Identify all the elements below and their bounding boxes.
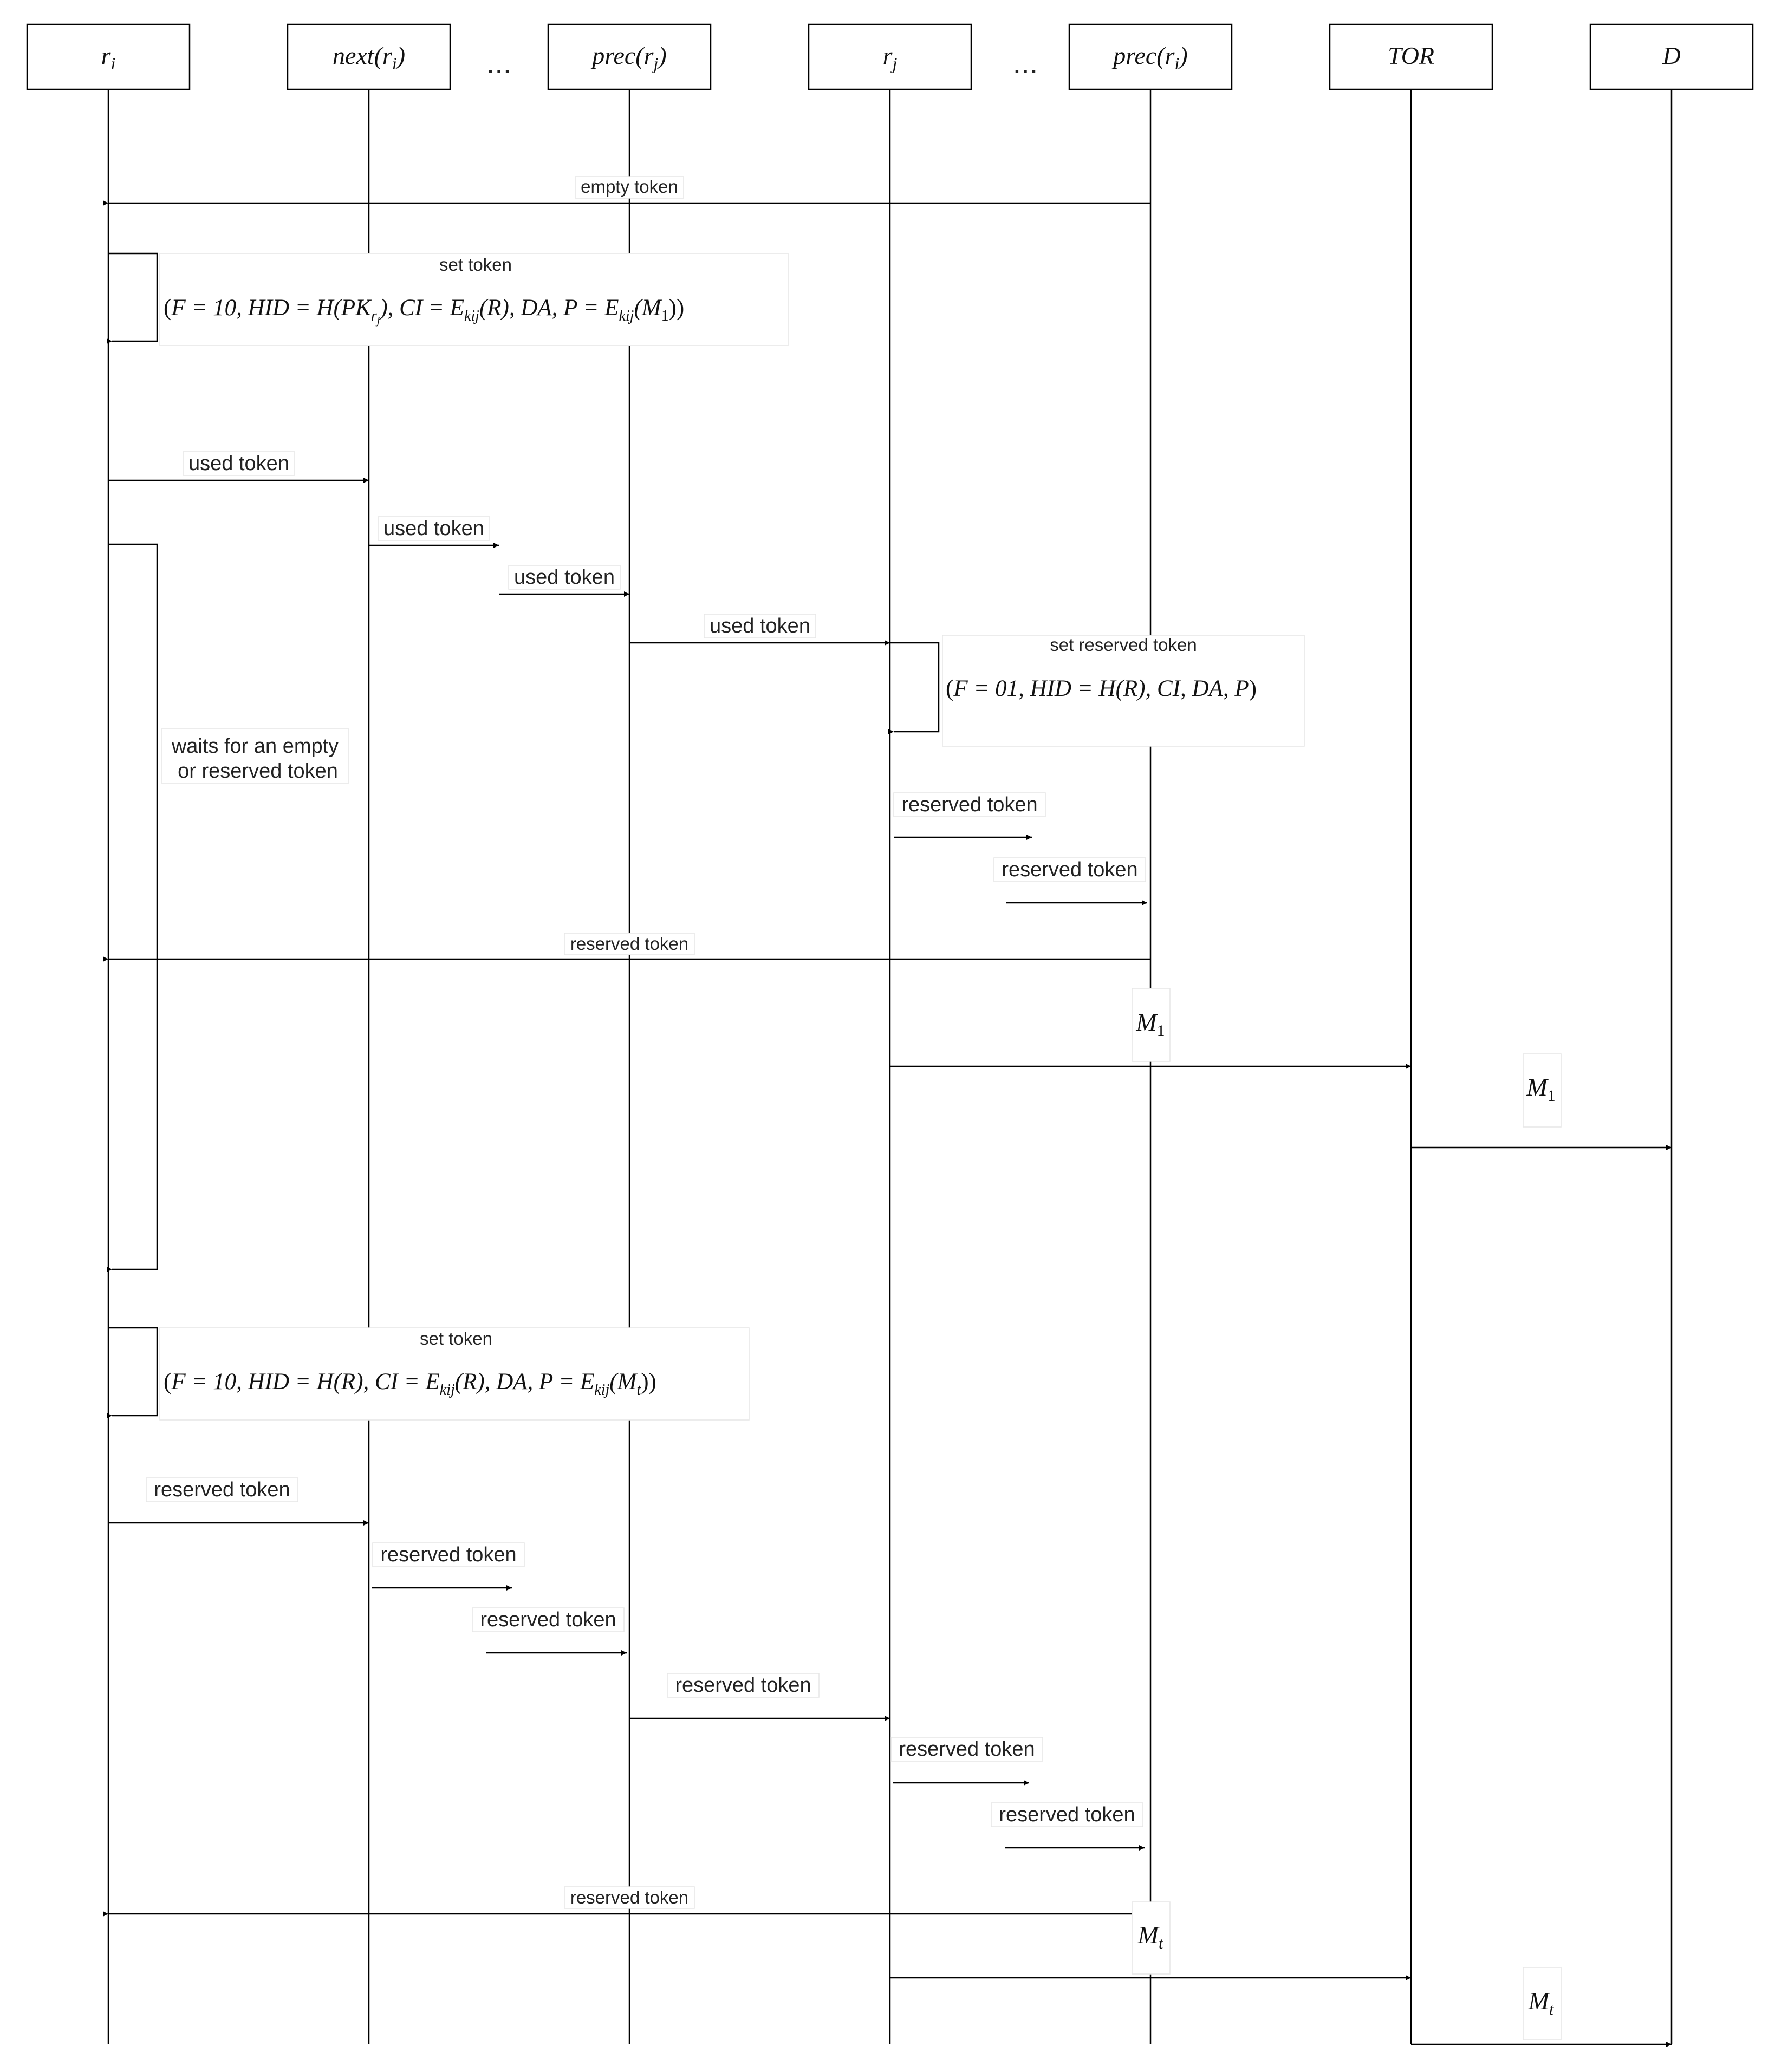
message-mt-to-tor: Mt — [890, 1901, 1411, 1980]
message-reserved-token-2: reserved token — [993, 857, 1147, 905]
svg-text:rj: rj — [883, 42, 898, 73]
participant-rj: rj — [808, 23, 972, 90]
message-empty-token: empty token — [103, 176, 1150, 206]
svg-text:reserved token: reserved token — [675, 1674, 811, 1697]
message-m1-to-d: M1 — [1411, 1053, 1672, 1150]
svg-text:prec(ri): prec(ri) — [1112, 42, 1187, 73]
svg-text:set token: set token — [420, 1328, 492, 1348]
message-reserved-token-4: reserved token — [108, 1477, 369, 1526]
participant-d: D — [1589, 23, 1754, 90]
message-reserved-token-5: reserved token — [372, 1542, 525, 1591]
message-used-token-4: used token — [629, 614, 890, 646]
participant-tor: TOR — [1329, 23, 1493, 90]
ellipsis-right: ... — [1013, 45, 1038, 80]
svg-text:reserved token: reserved token — [999, 1803, 1135, 1826]
svg-text:reserved token: reserved token — [899, 1738, 1035, 1761]
svg-text:reserved token: reserved token — [901, 793, 1037, 816]
svg-text:reserved token: reserved token — [570, 934, 688, 954]
self-message-wait: waits for an empty or reserved token — [107, 543, 349, 1272]
svg-text:reserved token: reserved token — [1002, 858, 1138, 881]
svg-text:reserved token: reserved token — [380, 1543, 516, 1566]
svg-text:prec(rj): prec(rj) — [590, 42, 666, 73]
svg-text:used token: used token — [384, 517, 484, 540]
message-reserved-token-10: reserved token — [103, 1886, 1150, 1917]
participant-ri: ri — [26, 23, 191, 90]
message-reserved-token-9: reserved token — [991, 1802, 1145, 1851]
svg-text:(F = 10, HID = H(R), CI = Ekij: (F = 10, HID = H(R), CI = Ekij(R), DA, P… — [164, 1369, 656, 1398]
self-message-set-reserved-token: set reserved token (F = 01, HID = H(R), … — [888, 635, 1305, 747]
svg-text:used token: used token — [514, 566, 615, 589]
svg-text:used token: used token — [188, 452, 289, 475]
message-used-token-2: used token — [369, 516, 499, 548]
message-mt-to-d: Mt — [1411, 1967, 1672, 2047]
message-used-token-1: used token — [108, 451, 369, 483]
message-reserved-token-1: reserved token — [893, 792, 1046, 840]
message-m1-to-tor: M1 — [890, 988, 1411, 1069]
participant-prec-rj: prec(rj) — [547, 23, 712, 90]
svg-text:reserved token: reserved token — [154, 1478, 290, 1501]
message-used-token-3: used token — [499, 565, 629, 597]
svg-text:ri: ri — [101, 42, 116, 73]
self-message-set-token-1: set token (F = 10, HID = H(PKrj), CI = E… — [107, 252, 789, 346]
svg-text:M1: M1 — [1526, 1073, 1555, 1105]
svg-text:set token: set token — [439, 255, 512, 275]
svg-text:or reserved token: or reserved token — [178, 760, 338, 783]
svg-text:reserved token: reserved token — [480, 1608, 616, 1631]
svg-text:M1: M1 — [1135, 1008, 1165, 1040]
participant-prec-ri: prec(ri) — [1068, 23, 1233, 90]
message-reserved-token-7: reserved token — [629, 1673, 890, 1721]
svg-text:reserved token: reserved token — [570, 1887, 688, 1907]
message-reserved-token-8: reserved token — [890, 1737, 1043, 1786]
message-reserved-token-6: reserved token — [472, 1607, 627, 1656]
svg-text:set reserved token: set reserved token — [1050, 635, 1197, 655]
svg-text:(F = 01, HID = H(R), CI, DA, P: (F = 01, HID = H(R), CI, DA, P) — [946, 676, 1257, 701]
participant-next-ri: next(ri) — [287, 23, 451, 90]
svg-text:Mt: Mt — [1528, 1987, 1554, 2018]
ellipsis-left: ... — [486, 45, 512, 80]
svg-text:waits for an empty: waits for an empty — [171, 735, 339, 758]
svg-text:D: D — [1662, 42, 1680, 69]
svg-text:used token: used token — [710, 615, 810, 637]
svg-text:next(ri): next(ri) — [333, 42, 405, 73]
svg-text:empty token: empty token — [581, 177, 678, 197]
svg-text:TOR: TOR — [1388, 42, 1434, 69]
message-reserved-token-3: reserved token — [103, 933, 1150, 962]
svg-text:Mt: Mt — [1138, 1921, 1164, 1952]
self-message-set-token-2: set token (F = 10, HID = H(R), CI = Ekij… — [107, 1327, 750, 1421]
